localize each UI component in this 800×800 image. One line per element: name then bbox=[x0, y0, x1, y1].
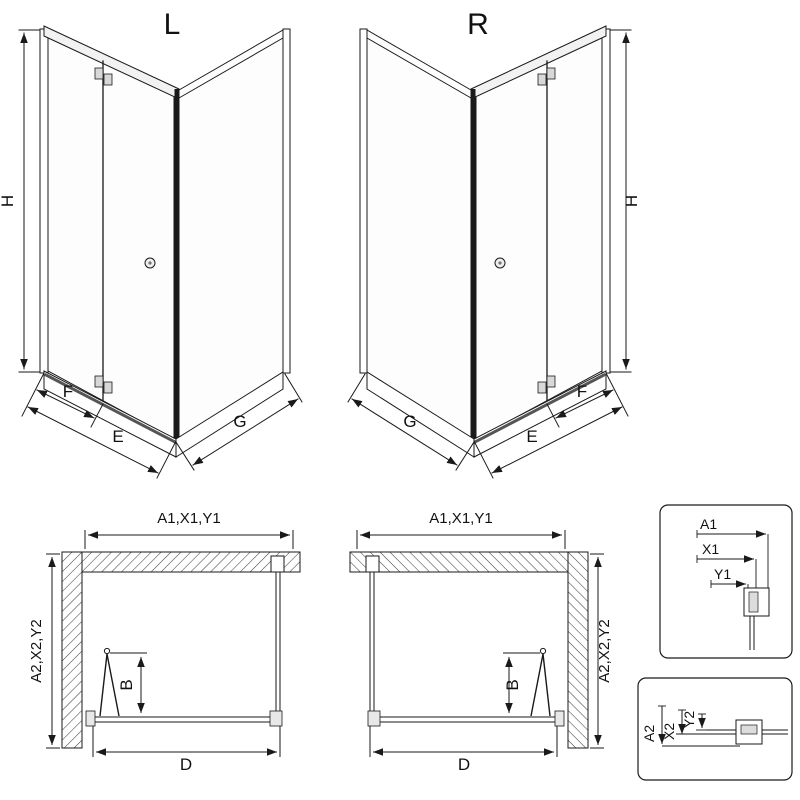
dim-label-d-left: D bbox=[180, 755, 192, 774]
right-3d-structure bbox=[348, 26, 631, 478]
dim-label-a1x1y1-left: A1,X1,Y1 bbox=[157, 510, 220, 527]
left-version-label: L bbox=[164, 8, 181, 41]
dim-label-e-right: E bbox=[526, 427, 537, 446]
dim-label-y2-detail: Y2 bbox=[681, 711, 697, 728]
dim-label-e-left: E bbox=[112, 427, 123, 446]
dim-label-b-right: B bbox=[503, 679, 522, 690]
right-3d-view: R H F E G bbox=[348, 8, 641, 478]
dim-label-a1-detail: A1 bbox=[700, 516, 717, 532]
left-3d-view: L H F E G bbox=[0, 8, 302, 478]
right-plan-view: A1,X1,Y1 A2,X2,Y2 B D bbox=[350, 510, 613, 774]
dim-label-a2x2y2-right: A2,X2,Y2 bbox=[596, 619, 613, 682]
left-plan-structure bbox=[46, 530, 300, 757]
right-plan-structure bbox=[350, 530, 604, 757]
left-plan-view: A1,X1,Y1 A2,X2,Y2 B D bbox=[28, 510, 300, 774]
dim-label-x2-detail: X2 bbox=[661, 723, 677, 740]
dim-label-a1x1y1-right: A1,X1,Y1 bbox=[429, 510, 492, 527]
dim-label-a2-detail: A2 bbox=[641, 725, 657, 742]
dim-label-y1-detail: Y1 bbox=[714, 566, 731, 582]
dim-label-f-right: F bbox=[577, 382, 587, 401]
dim-label-h-left: H bbox=[0, 195, 17, 207]
detail-a1-box: A1 X1 Y1 bbox=[659, 504, 793, 659]
dim-label-g-right: G bbox=[403, 412, 416, 431]
dim-label-f-left: F bbox=[63, 382, 73, 401]
dim-label-a2x2y2-left: A2,X2,Y2 bbox=[28, 619, 45, 682]
detail-a2-box: A2 X2 Y2 bbox=[637, 677, 793, 781]
dim-label-g-left: G bbox=[233, 412, 246, 431]
right-version-label: R bbox=[467, 8, 489, 41]
dim-label-d-right: D bbox=[458, 755, 470, 774]
dim-label-x1-detail: X1 bbox=[702, 541, 719, 557]
dim-label-b-left: B bbox=[117, 679, 136, 690]
left-3d-structure bbox=[19, 26, 302, 478]
dim-label-h-right: H bbox=[622, 195, 641, 207]
